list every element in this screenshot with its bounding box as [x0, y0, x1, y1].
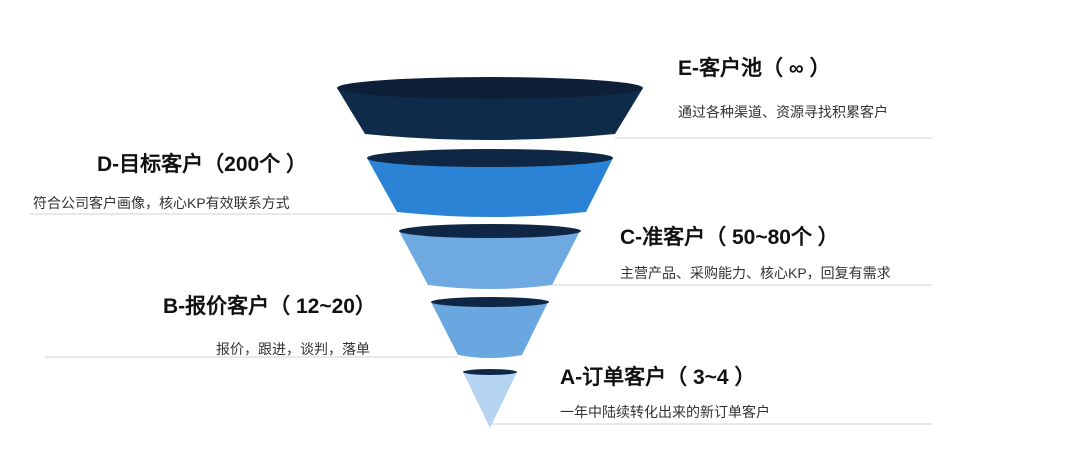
funnel-segment-c: [399, 224, 581, 289]
stage-b-desc: 报价，跟进，谈判，落单: [216, 341, 370, 357]
stage-a-title: A-订单客户（ 3~4 ）: [560, 366, 756, 389]
stage-e-title: E-客户池（ ∞ ）: [678, 57, 831, 80]
funnel-segment-d: [367, 149, 613, 217]
funnel-segment-e: [337, 77, 643, 140]
stage-b-title: B-报价客户（ 12~20）: [163, 295, 376, 318]
stage-e-desc: 通过各种渠道、资源寻找积累客户: [678, 104, 888, 120]
stage-d-title: D-目标客户（200个 ）: [97, 153, 308, 176]
funnel-segment-b: [431, 297, 549, 358]
funnel-segment-a: [463, 369, 517, 428]
stage-c-desc: 主营产品、采购能力、核心KP，回复有需求: [620, 265, 891, 281]
stage-d-desc: 符合公司客户画像，核心KP有效联系方式: [33, 195, 290, 211]
stage-a-desc: 一年中陆续转化出来的新订单客户: [560, 404, 770, 420]
stage-c-title: C-准客户（ 50~80个 ）: [620, 226, 839, 249]
